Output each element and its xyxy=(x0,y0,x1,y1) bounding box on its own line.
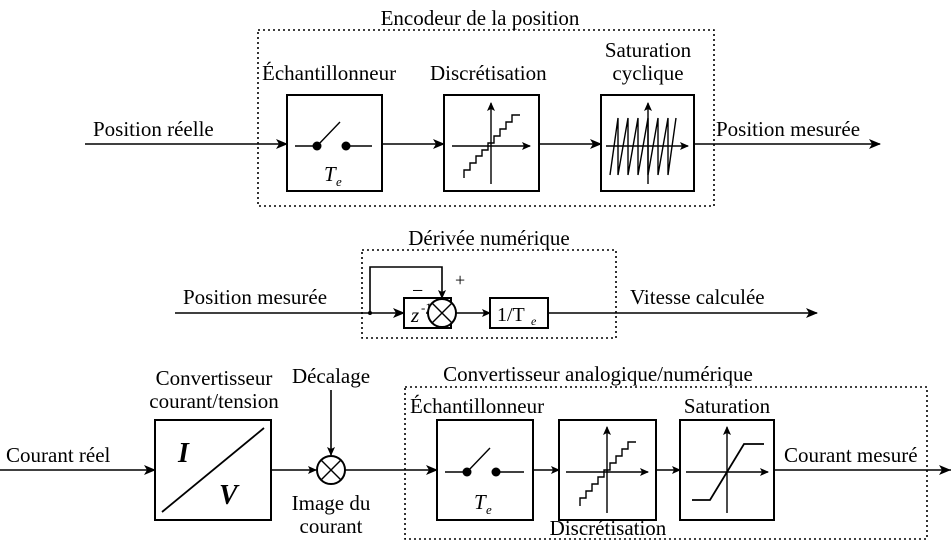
converter-title-1: Convertisseur xyxy=(156,366,273,390)
middle-input-label: Position mesurée xyxy=(183,285,327,309)
derivative-group-title: Dérivée numérique xyxy=(408,226,570,250)
middle-derivative-section: Dérivée numérique Position mesurée z -1 … xyxy=(175,226,818,339)
position-reelle-label: Position réelle xyxy=(93,117,214,141)
gain-block xyxy=(489,297,549,329)
iv-converter-I: I xyxy=(177,438,190,469)
top-sampler-period: T xyxy=(324,162,337,186)
vitesse-out-label: Vitesse calculée xyxy=(630,285,765,309)
top-sampler-title: Échantillonneur xyxy=(262,61,396,85)
top-sampler-period-sub: e xyxy=(336,174,342,189)
adc-group-frame xyxy=(404,386,928,540)
delay-block-z: z xyxy=(410,303,419,327)
image-label-1: Image du xyxy=(292,491,371,515)
gain-block-text: 1/T xyxy=(497,304,525,326)
iv-converter-diagonal xyxy=(161,427,265,513)
bottom-quantizer-title: Discrétisation xyxy=(550,516,667,540)
converter-title-2: courant/tension xyxy=(149,389,279,413)
iv-converter-V: V xyxy=(219,480,240,511)
bottom-current-section: Courant réel Convertisseur courant/tensi… xyxy=(0,362,951,540)
derivative-group-frame xyxy=(361,249,617,339)
top-encoder-section: Encodeur de la position Position réelle … xyxy=(85,6,881,207)
bottom-sampler-title: Échantillonneur xyxy=(410,394,544,418)
position-mesuree-out-label: Position mesurée xyxy=(716,117,860,141)
bottom-saturation-icon xyxy=(686,426,769,513)
courant-mesure-label: Courant mesuré xyxy=(784,443,918,467)
top-sampler-block xyxy=(286,94,383,192)
adc-group-title: Convertisseur analogique/numérique xyxy=(443,362,753,386)
image-label-2: courant xyxy=(300,514,363,538)
bottom-sampler-switch-icon xyxy=(445,447,524,477)
bottom-sum-cross-b xyxy=(320,459,342,481)
middle-feedforward-wire xyxy=(369,266,446,313)
bottom-sampler-block xyxy=(436,419,534,521)
bottom-sampler-period: T xyxy=(474,490,487,514)
courant-mesure-out-arrowhead xyxy=(939,465,951,475)
top-saturation-title-2: cyclique xyxy=(612,61,683,85)
top-saturation-title-1: Saturation xyxy=(605,38,692,62)
bottom-sampler-period-sub: e xyxy=(486,502,492,517)
top-cyclic-saturation-icon xyxy=(606,102,689,184)
middle-sum-plus: + xyxy=(455,270,465,290)
top-quantizer-staircase-icon xyxy=(452,102,531,184)
courant-reel-label: Courant réel xyxy=(6,443,111,467)
bottom-saturation-title: Saturation xyxy=(684,394,771,418)
encoder-group-title: Encodeur de la position xyxy=(381,6,580,30)
delay-block-exponent: -1 xyxy=(421,300,432,315)
encoder-group-frame xyxy=(257,29,715,207)
decalage-label: Décalage xyxy=(292,364,370,388)
top-quantizer-title: Discrétisation xyxy=(430,61,547,85)
top-sampler-switch-icon xyxy=(295,121,372,151)
middle-sum-cross-b xyxy=(431,302,453,324)
middle-sum-minus: − xyxy=(412,280,423,302)
bottom-quantizer-staircase-icon xyxy=(566,426,649,513)
gain-block-sub: e xyxy=(531,314,537,328)
middle-branch-point xyxy=(368,311,372,315)
